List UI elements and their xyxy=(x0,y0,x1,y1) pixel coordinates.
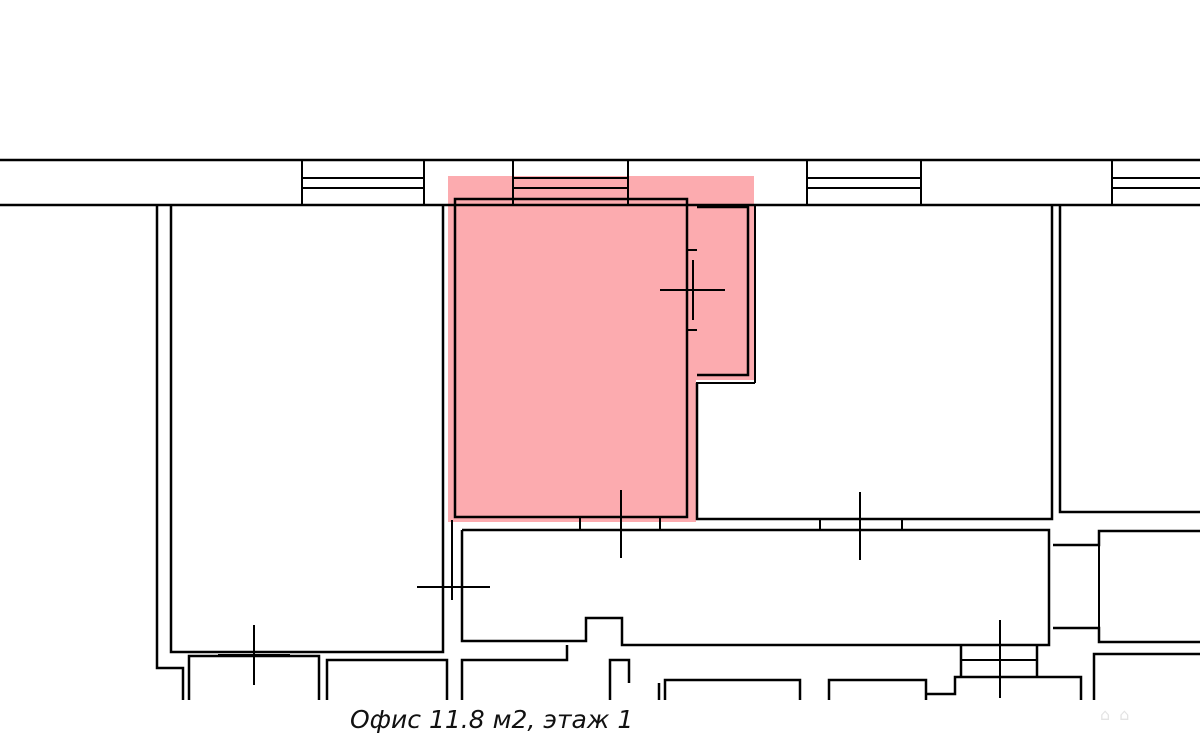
bottom-rooms xyxy=(187,620,1083,700)
exterior-wall xyxy=(0,158,1200,207)
watermark: ⌂ ⌂ xyxy=(1100,700,1190,730)
window-1 xyxy=(301,160,425,205)
office-highlight-area xyxy=(448,176,754,522)
floor-plan xyxy=(0,158,1200,700)
floor-plan-svg xyxy=(0,158,1200,700)
right-side-rooms xyxy=(1053,529,1200,700)
middle-right-room xyxy=(695,205,1054,560)
home-icon: ⌂ ⌂ xyxy=(1100,705,1132,724)
office-walls xyxy=(453,197,756,558)
caption: Офис 11.8 м2, этаж 1 xyxy=(350,705,634,734)
window-3 xyxy=(806,160,922,205)
far-right-room xyxy=(1058,205,1200,514)
window-2 xyxy=(512,160,629,205)
corridor xyxy=(417,520,1051,647)
office-highlight xyxy=(448,176,754,522)
left-room xyxy=(155,205,445,700)
window-4 xyxy=(1111,160,1200,205)
